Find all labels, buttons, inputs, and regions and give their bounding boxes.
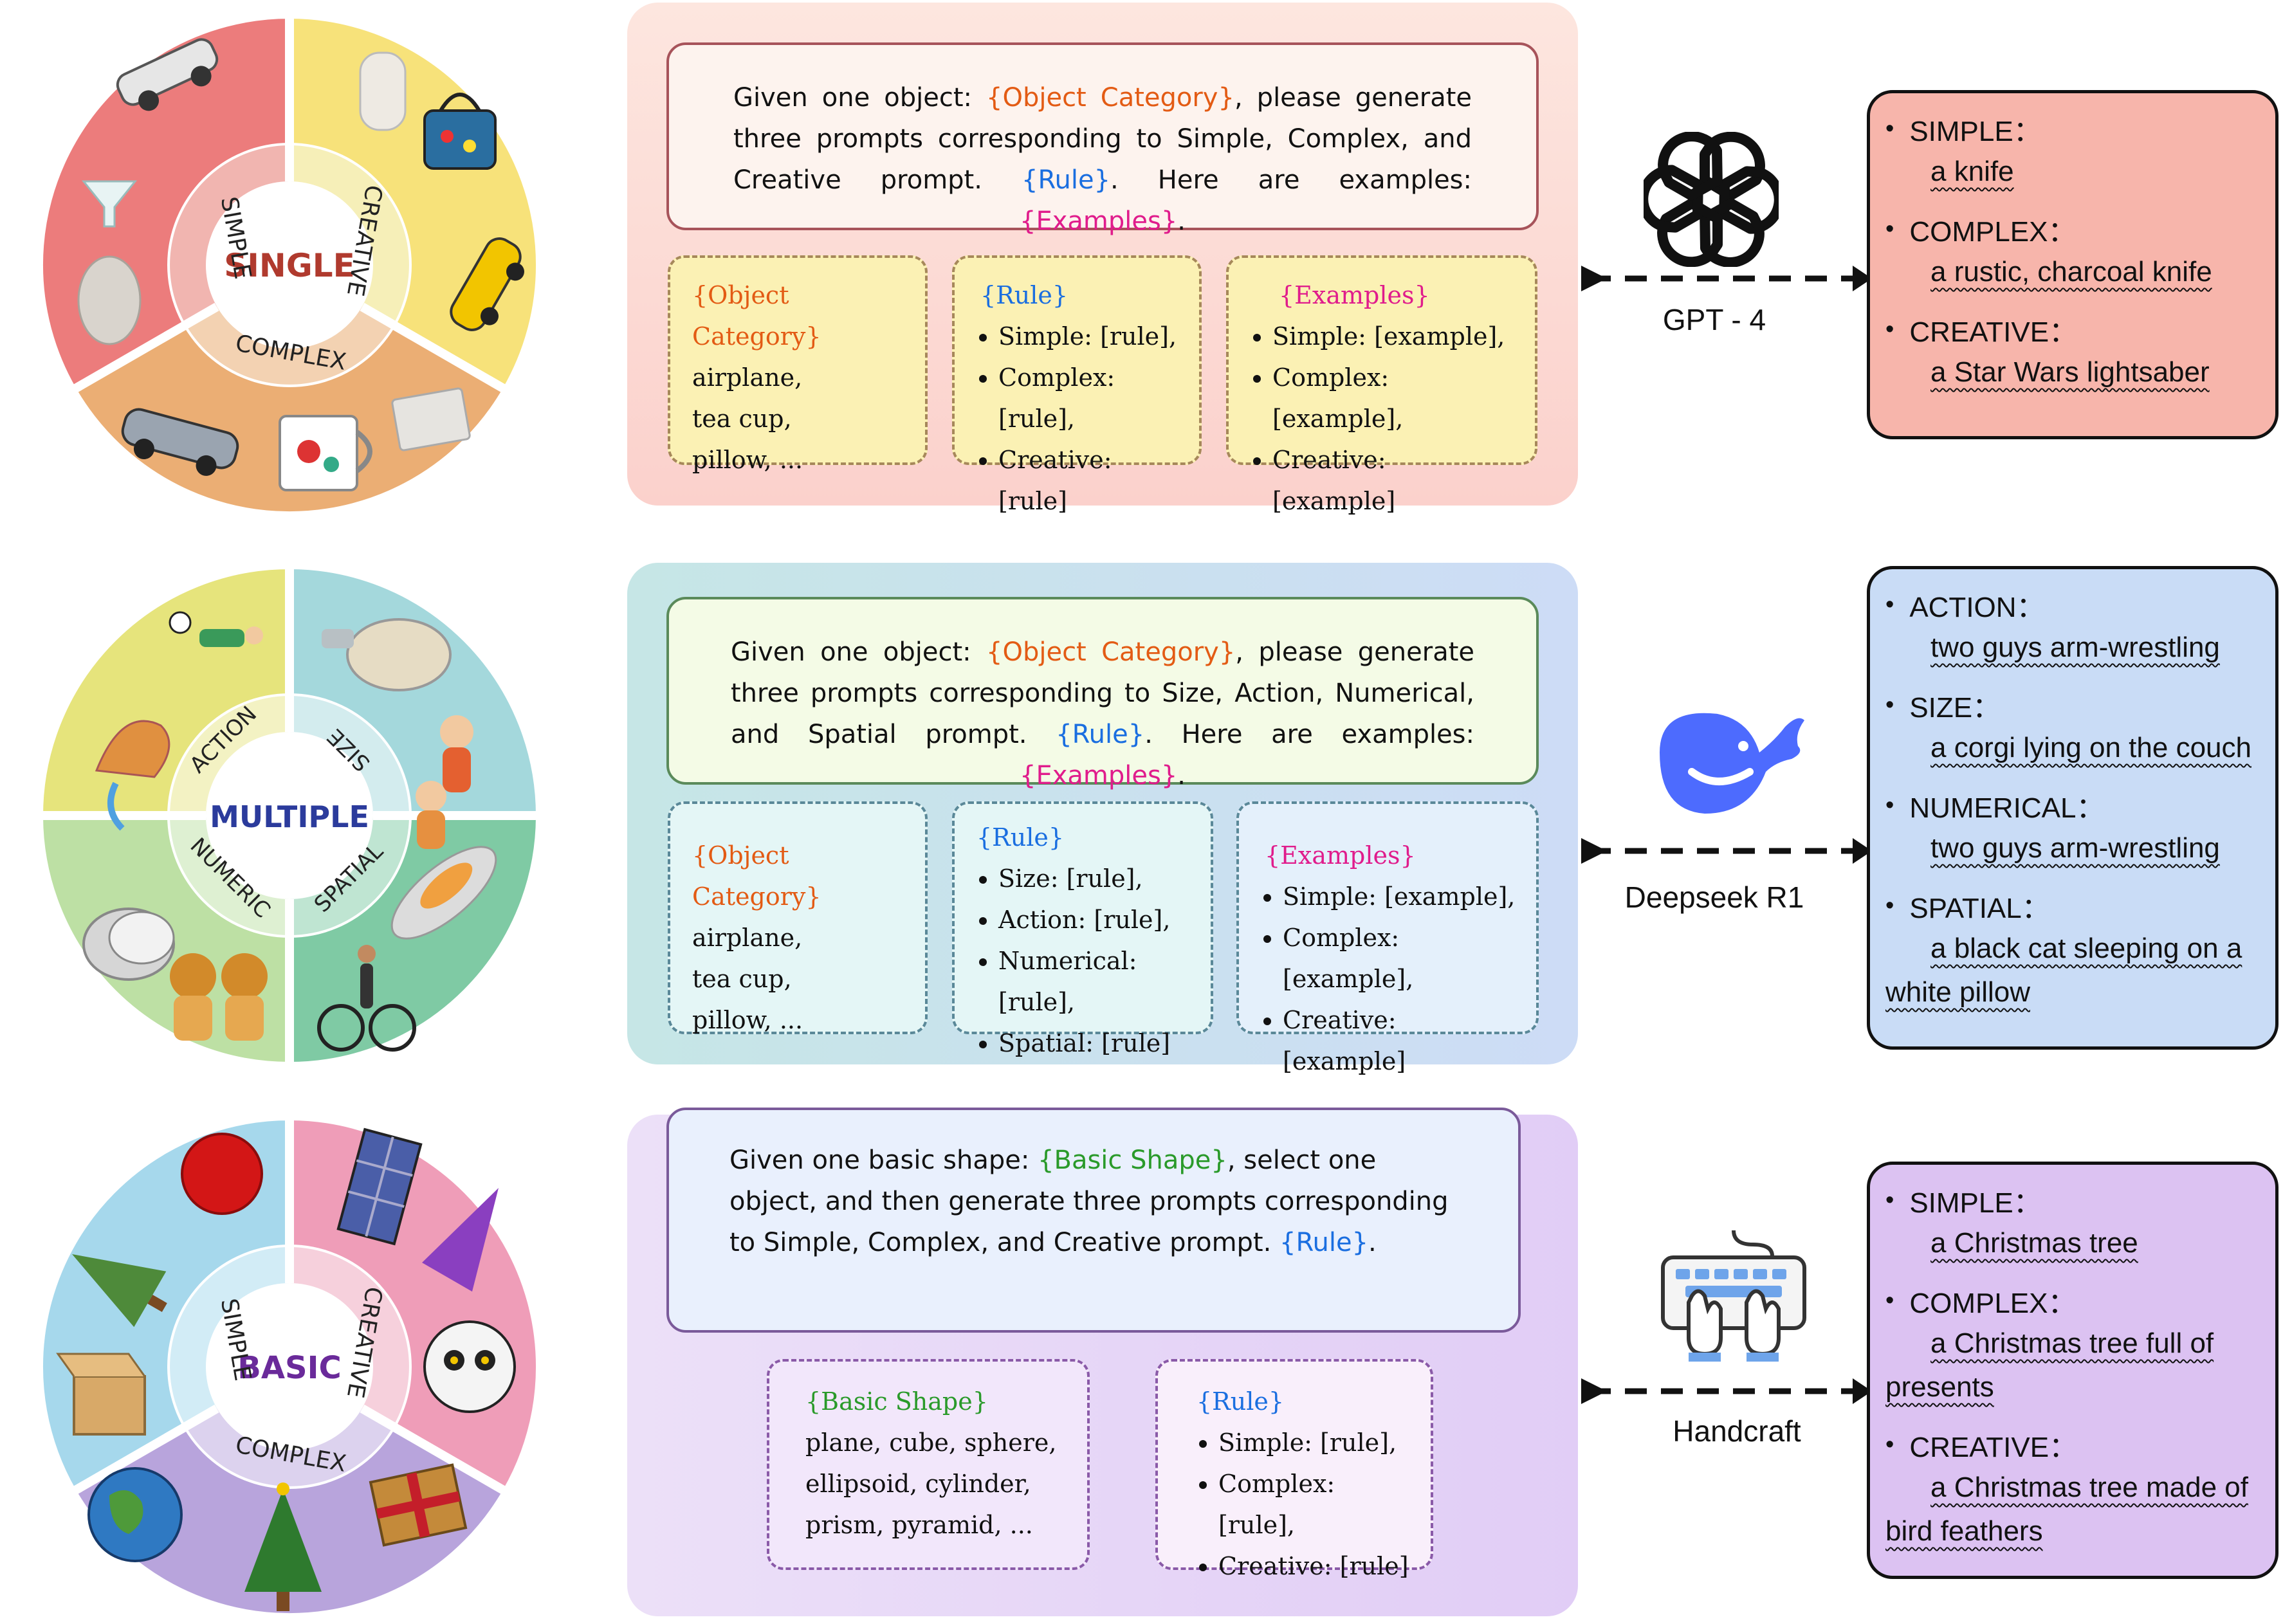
wheel-center-label: MULTIPLE	[210, 799, 369, 834]
category-label: NUMERICAL：	[1909, 792, 2105, 824]
category-label: CREATIVE：	[1909, 316, 2078, 348]
wheel-center-label: SINGLE	[224, 247, 355, 284]
single-rule-box: {Rule} Simple: [rule], Complex: [rule], …	[952, 255, 1202, 515]
dolls-icon	[416, 715, 473, 849]
red-ball-icon	[181, 1133, 263, 1215]
feather-tree-icon	[422, 1188, 499, 1292]
basic-wheel: BASIC SIMPLE CREATIVE COMPLEX	[32, 1109, 547, 1624]
model-label-gpt4: GPT - 4	[1662, 303, 1766, 336]
cat-sleeping-on-pillow-icon	[390, 846, 497, 940]
multiple-wheel: MULTIPLE ACTION SIZE NUMERIC SPATIAL	[32, 558, 547, 1073]
model-label-handcraft: Handcraft	[1673, 1414, 1801, 1448]
basic-prompt-template: Given one basic shape: {Basic Shape}, se…	[666, 1108, 1521, 1333]
example-prompt: a Star Wars lightsaber	[1930, 356, 2210, 388]
openai-logo-icon	[1644, 132, 1779, 267]
sports-car-icon	[121, 408, 239, 476]
multiple-result-box: •ACTION： two guys arm-wrestling •SIZE： a…	[1867, 566, 2278, 1050]
teapot-icon	[322, 618, 452, 691]
gift-box-icon	[369, 1463, 468, 1547]
arrow-head	[1853, 266, 1872, 291]
toy-car-icon	[450, 237, 524, 331]
category-label: SIMPLE：	[1909, 116, 2042, 147]
christmas-tree-icon	[244, 1483, 322, 1611]
single-object-category-box: {Object Category} airplane, tea cup, pil…	[668, 255, 928, 474]
multiple-rule-box: {Rule} Size: [rule], Action: [rule], Num…	[952, 801, 1213, 1057]
example-prompt: a black cat sleeping on a white pillow	[1885, 933, 2242, 1008]
category-label: ACTION：	[1909, 592, 2045, 623]
category-label: SIZE：	[1909, 692, 2001, 724]
single-prompt-template: Given one object: {Object Category}, ple…	[666, 42, 1539, 236]
glass-building-icon	[336, 1127, 423, 1246]
single-result-box: •SIMPLE： a knife •COMPLEX： a rustic, cha…	[1867, 90, 2278, 439]
flow-arrows	[1581, 266, 1872, 1404]
category-label: COMPLEX：	[1909, 216, 2077, 248]
category-label: CREATIVE：	[1909, 1432, 2078, 1463]
cardboard-box-icon	[56, 1353, 146, 1436]
handbag-icon	[423, 93, 497, 170]
example-prompt: a Christmas tree made of bird feathers	[1885, 1472, 2248, 1547]
statue-icon	[359, 51, 407, 131]
category-label: COMPLEX：	[1909, 1288, 2077, 1319]
example-prompt: two guys arm-wrestling	[1930, 832, 2220, 864]
soccer-player-icon	[169, 611, 263, 647]
arrow-tail	[1581, 266, 1607, 291]
arrow-head	[1853, 838, 1872, 864]
basic-result-box: •SIMPLE： a Christmas tree •COMPLEX： a Ch…	[1867, 1162, 2278, 1579]
cyclist-icon	[317, 945, 416, 1052]
example-prompt: a Christmas tree full of presents	[1885, 1327, 2214, 1403]
example-prompt: a corgi lying on the couch	[1930, 732, 2251, 763]
example-prompt: a knife	[1930, 156, 2014, 187]
multiple-object-category-box: {Object Category} airplane, tea cup, pil…	[668, 801, 928, 1034]
arrow-tail	[1581, 838, 1607, 864]
basic-shape-box: {Basic Shape} plane, cube, sphere, ellip…	[767, 1359, 1090, 1570]
single-wheel: SINGLE SIMPLE CREATIVE COMPLEX	[32, 8, 547, 522]
example-prompt: a rustic, charcoal knife	[1930, 256, 2212, 287]
mug-icon	[279, 415, 372, 491]
category-label: SIMPLE：	[1909, 1187, 2042, 1219]
car-icon	[116, 38, 219, 111]
example-prompt: a Christmas tree	[1930, 1227, 2138, 1259]
keyboard-hands-icon	[1661, 1230, 1806, 1362]
funnel-icon	[81, 180, 138, 228]
box-icon	[391, 387, 471, 452]
model-label-deepseek: Deepseek R1	[1624, 880, 1804, 914]
example-prompt: two guys arm-wrestling	[1930, 632, 2220, 663]
deepseek-whale-icon	[1660, 713, 1804, 814]
multiple-examples-box: {Examples} Simple: [example], Complex: […	[1236, 801, 1539, 1075]
tree-icon	[72, 1254, 167, 1327]
multiple-prompt-template: Given one object: {Object Category}, ple…	[666, 597, 1539, 790]
cat-icon	[95, 720, 170, 831]
single-examples-box: {Examples} Simple: [example], Complex: […	[1226, 255, 1537, 515]
category-label: SPATIAL：	[1909, 893, 2050, 924]
stone-icon	[77, 255, 142, 345]
lions-icon	[170, 953, 268, 1041]
basic-rule-box: {Rule} Simple: [rule], Complex: [rule], …	[1155, 1359, 1433, 1580]
soccer-owl-icon	[423, 1320, 516, 1413]
arrow-head	[1853, 1378, 1872, 1404]
arrow-tail	[1581, 1378, 1607, 1404]
globe-icon	[87, 1467, 183, 1562]
bowls-icon	[82, 908, 175, 981]
wheel-center-label: BASIC	[237, 1350, 341, 1386]
